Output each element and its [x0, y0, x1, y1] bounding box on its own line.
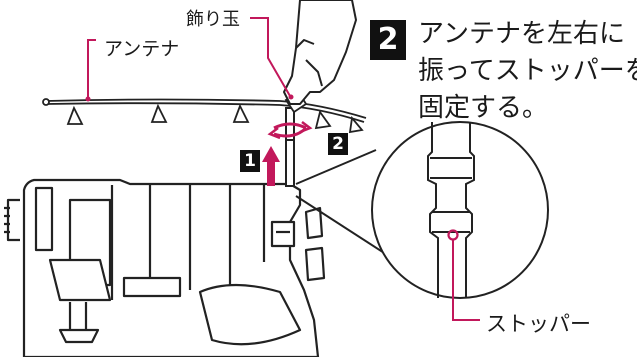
step-badge-one: 1	[240, 150, 260, 172]
up-arrow	[262, 146, 280, 186]
stopper-dot	[447, 229, 459, 241]
leader-dot-bead	[288, 94, 294, 100]
step-badge-main: 2	[370, 20, 406, 60]
detail-view	[295, 121, 549, 299]
instruction-line-3: 固定する。	[418, 93, 549, 123]
hand	[283, 0, 357, 105]
antenna-bar	[42, 92, 367, 134]
stopper-label: ストッパー	[486, 312, 591, 336]
bead-label: 飾り玉	[186, 9, 240, 30]
instruction-text: アンテナを左右に 振ってストッパーを 固定する。	[418, 16, 637, 127]
step-badge-two: 2	[328, 133, 348, 155]
leader-dot-antenna	[85, 96, 91, 102]
antenna-rod	[285, 107, 295, 187]
rotation-arrow	[267, 121, 313, 140]
sewing-machine	[4, 178, 326, 357]
leader-lines	[87, 17, 480, 321]
instruction-line-1: アンテナを左右に	[418, 19, 625, 49]
antenna-label: アンテナ	[104, 38, 180, 60]
instruction-line-2: 振ってストッパーを	[418, 56, 637, 86]
